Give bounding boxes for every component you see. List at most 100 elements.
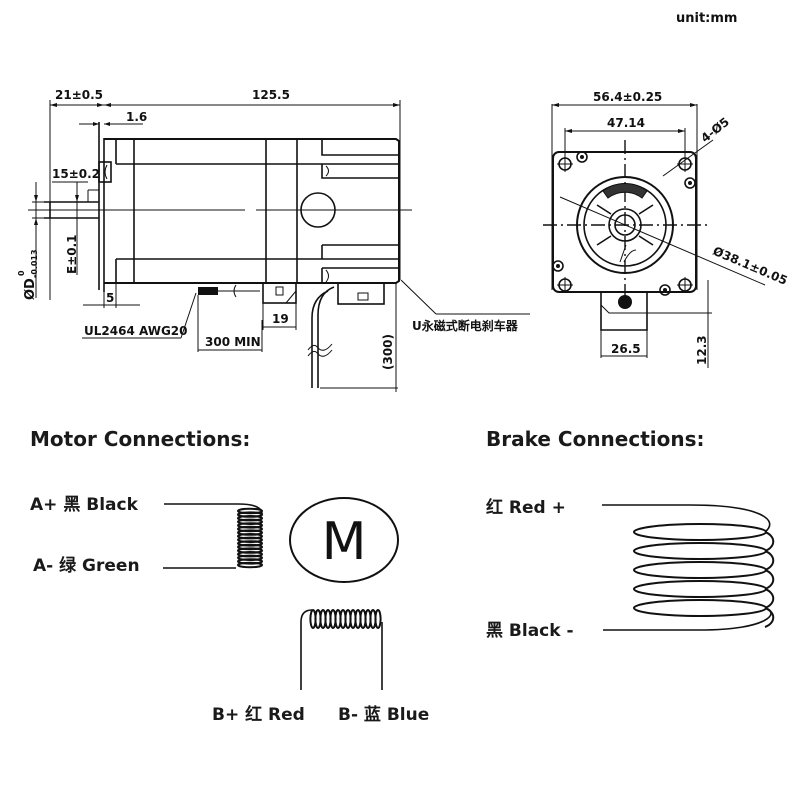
gland-detail	[285, 290, 297, 304]
front-connector-detail	[600, 304, 647, 314]
flange-boss	[98, 161, 112, 183]
arrow-head	[678, 129, 685, 133]
fin-arc	[325, 165, 329, 177]
boss-arc	[104, 164, 108, 180]
brake-wire-black	[603, 607, 772, 631]
dim-front-connector-width: 26.5	[611, 342, 641, 356]
svg-text:-0.013: -0.013	[30, 249, 39, 278]
arrow-head	[34, 218, 38, 225]
svg-text:Ø38.1±0.05: Ø38.1±0.05	[711, 244, 790, 288]
shaft-hub	[608, 208, 642, 242]
brake-coil-loop	[633, 542, 767, 560]
svg-text:0: 0	[17, 270, 26, 276]
leader-line	[180, 292, 197, 339]
rotor-marking	[602, 182, 648, 199]
dim-shaft-diameter: ØD 0 -0.013	[17, 249, 39, 300]
wire-label-b-minus: B- 蓝 Blue	[338, 705, 429, 725]
pilot-boss	[576, 176, 674, 274]
dim-flange-to-shaft: 21±0.5	[55, 88, 103, 102]
dim-mount-holes: 4-Ø5	[698, 115, 732, 146]
svg-text:4-Ø5: 4-Ø5	[698, 115, 732, 146]
arrow-head	[93, 122, 99, 126]
brake-wire-label-red: 红 Red +	[486, 497, 566, 518]
coil-turn	[374, 609, 382, 629]
coil-a	[237, 507, 263, 569]
brake-coil-link	[764, 550, 775, 571]
dim-flange-width: 56.4±0.25	[593, 90, 662, 104]
brake-coil-loop	[633, 580, 767, 598]
unit-label: unit:mm	[676, 11, 737, 26]
dim-hole-spacing: 47.14	[607, 116, 645, 130]
dim-flange-thickness: 1.6	[126, 110, 147, 124]
brake-coil-loop	[633, 561, 767, 579]
arrow-head	[75, 195, 79, 202]
svg-text:E±0.1: E±0.1	[65, 234, 79, 274]
mount-hole	[557, 156, 573, 172]
cable-connector-pins	[198, 287, 218, 295]
brake-coil-link	[764, 531, 775, 552]
coil-b	[309, 609, 382, 629]
svg-text:12.3: 12.3	[695, 335, 709, 365]
mount-hole	[557, 277, 573, 293]
dim-boss-offset: 5	[106, 291, 114, 305]
dim-flat-depth: E±0.1	[65, 234, 79, 274]
brake-coil	[633, 523, 775, 628]
dim-connector-width: 19	[272, 312, 289, 326]
arrow-head	[104, 122, 110, 126]
brake-connections-title: Brake Connections:	[486, 427, 705, 451]
brake-connections: Brake Connections: 红 Red + 黑 Black -	[486, 427, 775, 641]
motor-connections: Motor Connections: A+ 黑 Black A- 绿 Green…	[30, 427, 429, 725]
svg-text:ØD: ØD	[23, 278, 38, 300]
leader-line	[662, 139, 714, 177]
side-view: 21±0.5 125.5 1.6	[17, 88, 530, 392]
wheel-spokes	[596, 204, 654, 246]
arrow-head	[393, 103, 400, 107]
dim-pilot-diameter: Ø38.1±0.05	[711, 244, 790, 288]
screw-head	[659, 284, 671, 296]
connector-port	[618, 295, 632, 309]
fin-arc	[325, 269, 329, 283]
screw-head	[684, 177, 696, 189]
motor-symbol-letter: M	[322, 512, 367, 572]
cable-clip	[233, 284, 237, 298]
wire-label-a-minus: A- 绿 Green	[33, 555, 140, 576]
fin-line	[321, 164, 399, 179]
screw-head	[576, 151, 588, 163]
front-connector	[600, 292, 648, 331]
brake-connector	[337, 282, 385, 305]
dim-cable-length: 300 MIN	[205, 335, 261, 349]
brake-release-mark	[619, 244, 637, 263]
dim-brake-cable-length: (300)	[381, 334, 395, 370]
fin-line	[321, 139, 399, 156]
break-symbol	[307, 343, 333, 351]
shaft	[44, 201, 99, 219]
cable-spec-label: UL2464 AWG20	[84, 324, 188, 338]
wire-label-b-plus: B+ 红 Red	[212, 704, 305, 725]
motor-symbol	[289, 497, 399, 583]
arrow-head	[97, 103, 104, 107]
brake-coil-link	[764, 569, 775, 590]
screw-head	[552, 260, 564, 272]
brake-cable	[311, 286, 335, 388]
dim-body-length: 125.5	[252, 88, 290, 102]
wire-b-plus	[300, 609, 313, 690]
dim-key-length: 15±0.2	[52, 167, 100, 181]
motor-connections-title: Motor Connections:	[30, 427, 250, 451]
leader-line	[559, 196, 766, 286]
arrow-head	[565, 129, 572, 133]
arrow-head	[104, 103, 111, 107]
brake-coil-loop	[633, 599, 767, 617]
brake-coil-link	[764, 588, 775, 609]
shaft-end-view	[614, 214, 636, 236]
arrow-head	[34, 195, 38, 202]
wire-label-a-plus: A+ 黑 Black	[30, 495, 139, 515]
arrow-head	[552, 103, 559, 107]
cable-gland	[262, 282, 297, 304]
brake-wire-label-black: 黑 Black -	[486, 621, 574, 641]
leader-line	[400, 279, 437, 315]
brake-callout: U永磁式断电刹车器	[412, 318, 519, 333]
brake-coil-loop	[633, 523, 767, 541]
arrow-head	[50, 103, 57, 107]
coil-turn	[237, 561, 263, 569]
dim-front-connector-height: 12.3	[695, 335, 709, 365]
